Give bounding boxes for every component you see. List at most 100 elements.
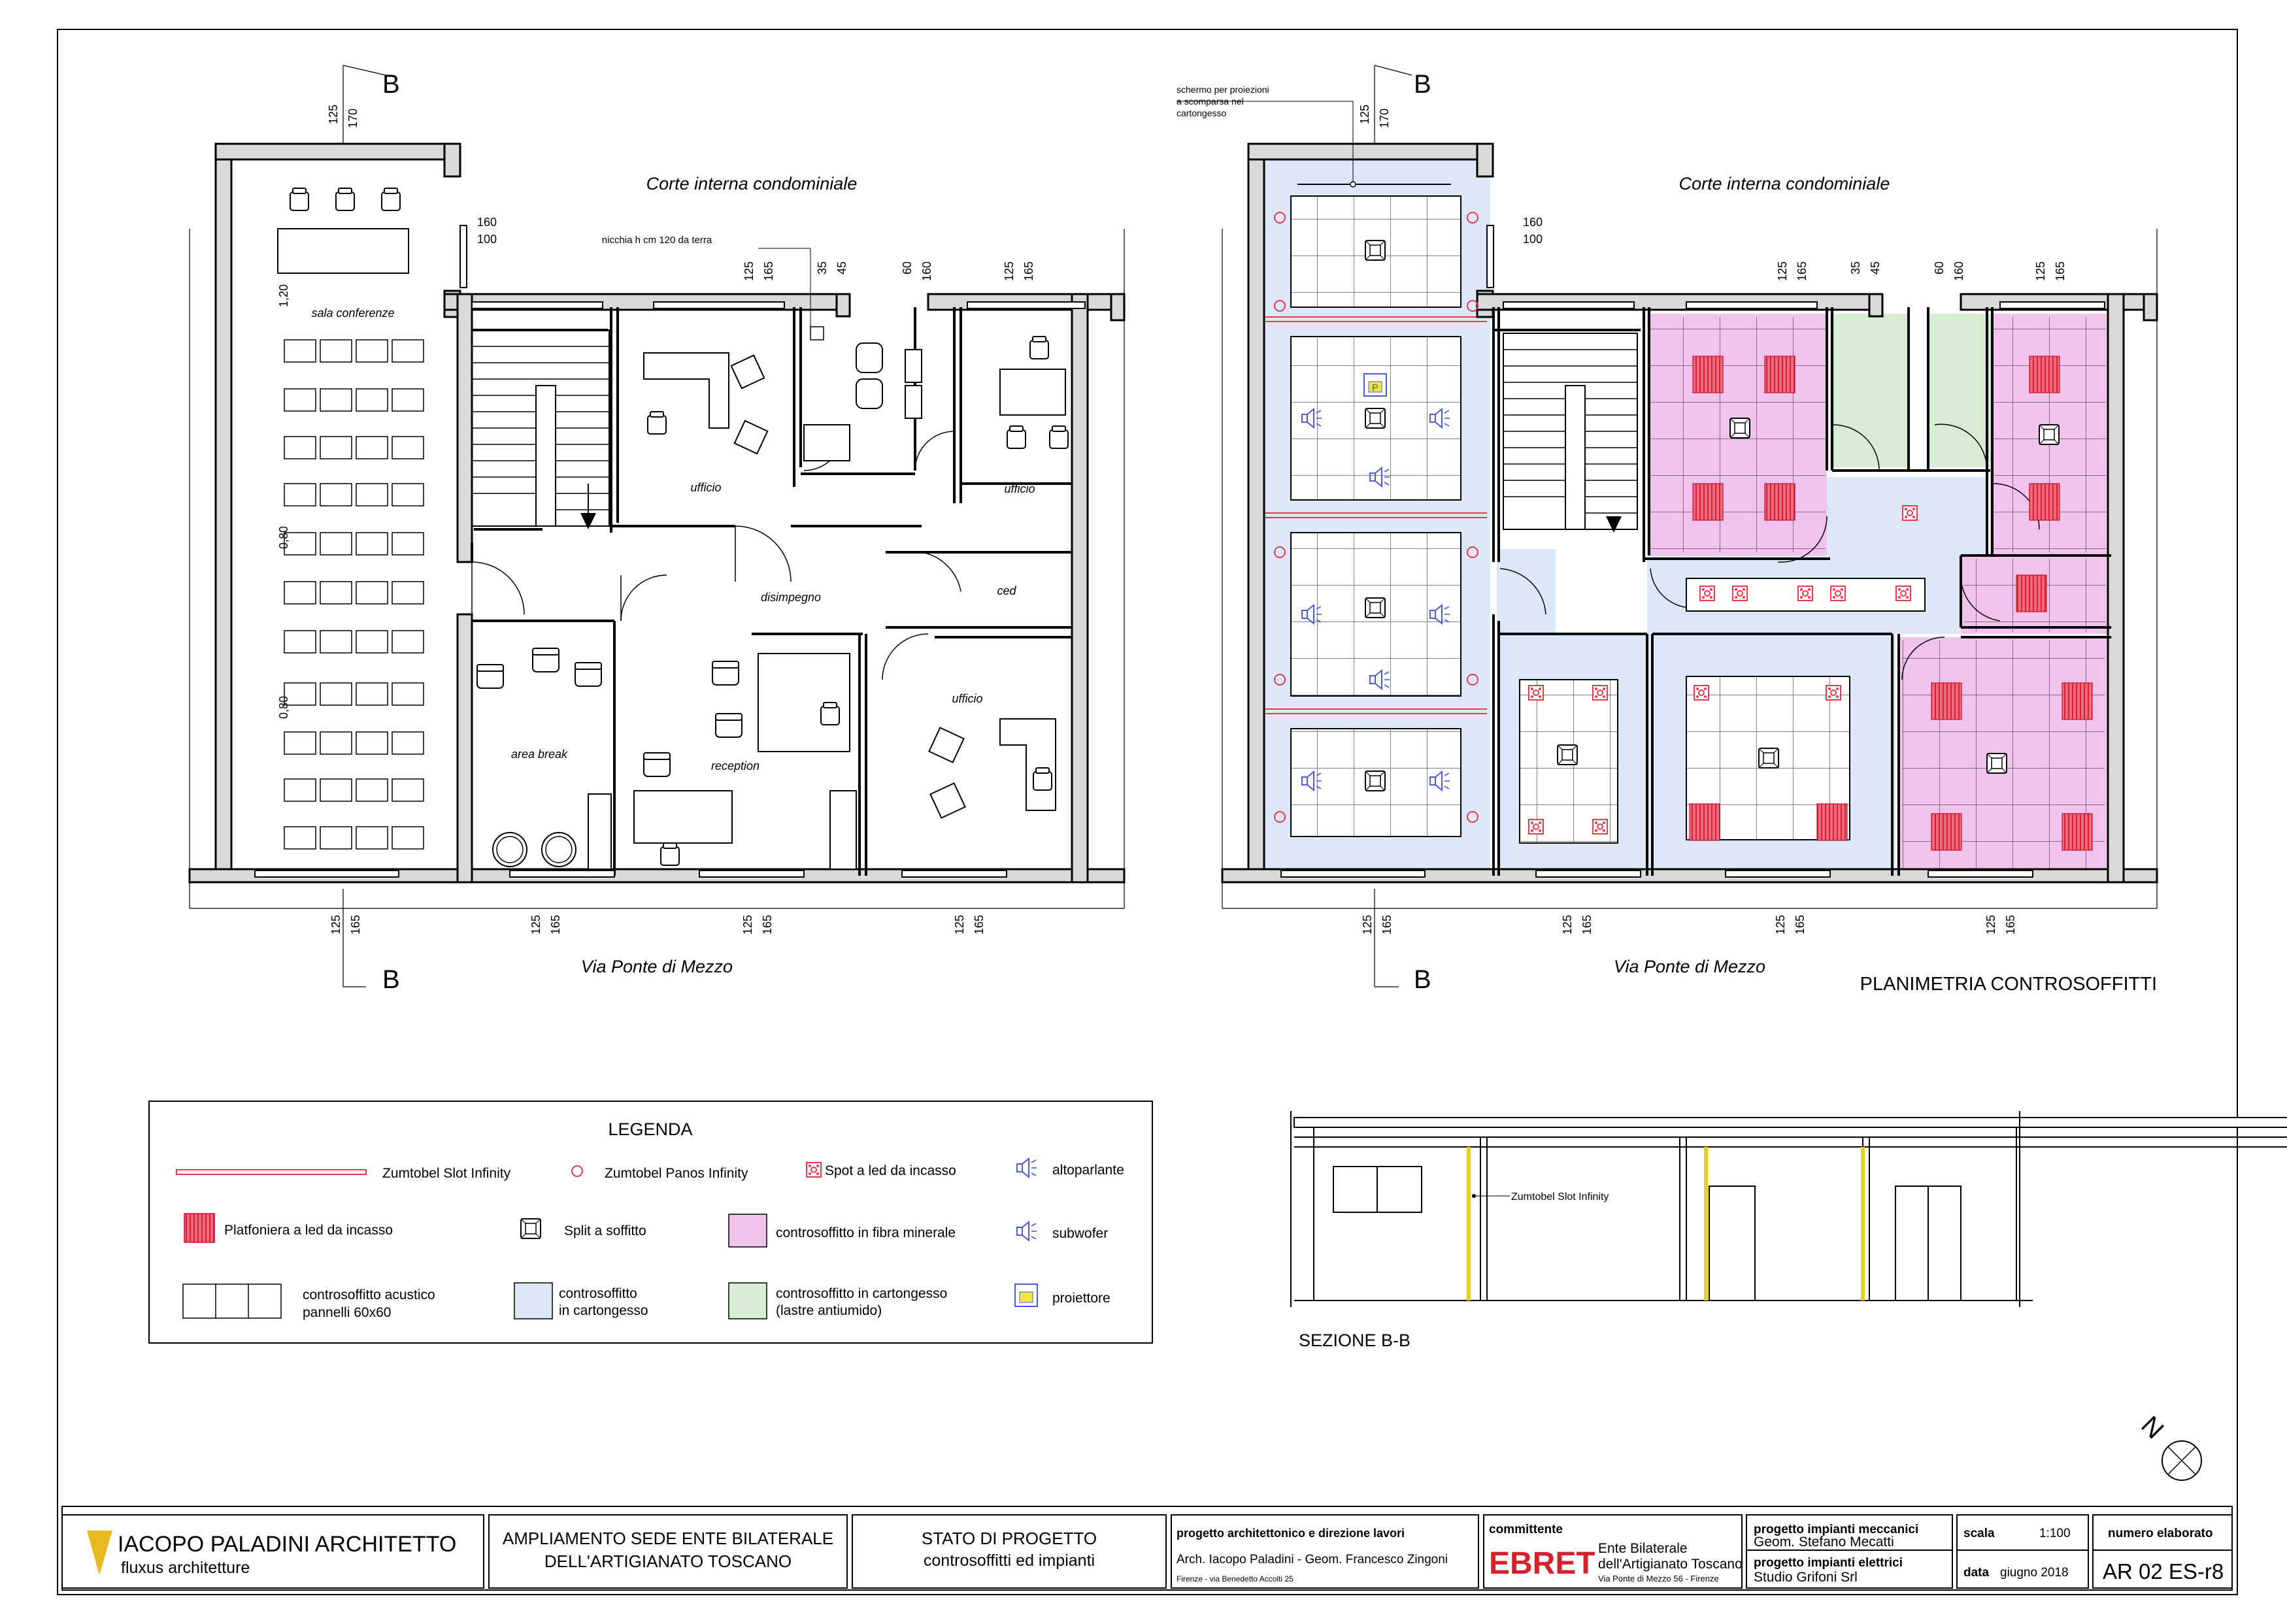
client-name-line1: Ente Bilaterale — [1598, 1541, 1688, 1556]
audience-chair — [284, 826, 316, 850]
led-panel-icon — [1931, 682, 1962, 720]
dim-100: 100 — [1523, 233, 1543, 246]
logo-main: IACOPO PALADINI ARCHITETTO — [118, 1532, 456, 1557]
led-panel-icon — [2029, 356, 2060, 393]
audience-chair — [320, 778, 352, 802]
design-names: Arch. Iacopo Paladini - Geom. Francesco … — [1177, 1553, 1448, 1566]
legend-antiumido-line2: (lastre antiumido) — [776, 1303, 882, 1318]
audience-chair — [284, 388, 316, 412]
dim-125: 125 — [1003, 261, 1016, 281]
audience-chair — [392, 731, 424, 755]
client-address: Via Ponte di Mezzo 56 - Firenze — [1598, 1574, 1719, 1583]
split-unit-icon — [1365, 240, 1386, 261]
audience-chair — [356, 483, 388, 506]
audience-chair — [356, 388, 388, 412]
legend-cartongesso-line1: controsoffitto — [559, 1286, 637, 1301]
right-ceiling-plan: schermo per proiezioni a scomparsa nel c… — [1177, 65, 2158, 995]
legend-speaker: altoparlante — [1052, 1163, 1124, 1178]
legend: LEGENDA Zumtobel Slot Infinity Zumtobel … — [148, 1101, 1153, 1344]
room-label-ufficio-2: ufficio — [1004, 482, 1035, 495]
dim-45: 45 — [835, 261, 848, 274]
ceiling-fixtures — [1274, 212, 2093, 851]
dim-170: 170 — [1378, 108, 1391, 128]
legend-proiettore: proiettore — [1052, 1291, 1110, 1306]
room-label-sala-conferenze: sala conferenze — [311, 307, 394, 320]
led-panel-icon — [2062, 813, 2093, 851]
audience-chair — [392, 778, 424, 802]
led-spot-icon — [1528, 819, 1544, 835]
split-unit-icon — [2039, 424, 2060, 445]
audience-chair — [356, 630, 388, 654]
led-panel-icon — [1692, 356, 1724, 393]
logo-sub: fluxus architetture — [121, 1559, 250, 1577]
dim-165: 165 — [1580, 915, 1594, 935]
left-floor-plan: sala conferenze ufficio ufficio disimpeg… — [188, 65, 1126, 994]
dim-45: 45 — [1869, 261, 1882, 274]
projector-icon: P — [1363, 373, 1387, 397]
design-head: progetto architettonico e direzione lavo… — [1177, 1527, 1405, 1540]
dim-160: 160 — [1952, 261, 1965, 281]
niche-note: nicchia h cm 120 da terra — [602, 235, 712, 246]
audience-chair — [356, 339, 388, 363]
dim-165: 165 — [2004, 915, 2017, 935]
dim-125: 125 — [327, 105, 340, 124]
audience-chair — [320, 682, 352, 706]
scale-value: 1:100 — [2039, 1527, 2071, 1540]
dim-165: 165 — [762, 261, 775, 281]
audience-chair — [356, 731, 388, 755]
section-marker-b-top-right: B — [1414, 70, 1431, 99]
led-spot-icon — [1902, 505, 1918, 521]
stage-line1: STATO DI PROGETTO — [922, 1529, 1097, 1548]
section-marker-b-bottom-right: B — [1414, 965, 1431, 994]
split-unit-icon — [1365, 408, 1386, 429]
room-label-ced: ced — [997, 584, 1016, 597]
led-spot-icon — [1830, 586, 1846, 601]
audience-chair — [392, 532, 424, 555]
dim-080: 0,80 — [277, 696, 290, 719]
legend-acustico-line2: pannelli 60x60 — [303, 1305, 391, 1320]
audience-chair — [284, 339, 316, 363]
logo-triangle-icon — [87, 1531, 112, 1575]
led-spot-icon — [1895, 586, 1911, 601]
dim-125: 125 — [953, 915, 966, 935]
dim-170: 170 — [346, 108, 359, 128]
led-panel-icon — [1764, 356, 1795, 393]
legend-cartongesso-line2: in cartongesso — [559, 1303, 648, 1318]
legend-fibra: controsoffitto in fibra minerale — [776, 1225, 956, 1240]
date-value: giugno 2018 — [2000, 1566, 2069, 1580]
elec-head: progetto impianti elettrici — [1754, 1556, 1903, 1570]
split-unit-icon — [1365, 771, 1386, 791]
stage-line2: controsoffitti ed impianti — [924, 1551, 1095, 1570]
dim-165: 165 — [1380, 915, 1394, 935]
split-unit-icon — [1758, 748, 1779, 769]
audience-chair — [392, 630, 424, 654]
audience-chair — [320, 630, 352, 654]
led-spot-icon — [1826, 685, 1841, 701]
date-label: data — [1963, 1566, 1990, 1580]
dim-125: 125 — [1984, 915, 1997, 935]
audience-chair — [356, 532, 388, 555]
dim-60: 60 — [1933, 261, 1946, 274]
led-panel-icon — [1692, 483, 1724, 521]
split-unit-icon — [1986, 753, 2007, 774]
project-line2: DELL'ARTIGIANATO TOSCANO — [544, 1551, 792, 1571]
audience-chair — [284, 436, 316, 459]
audience-chair — [320, 339, 352, 363]
legend-platfoniera: Platfoniera a led da incasso — [224, 1223, 393, 1238]
legend-antiumido-line1: controsoffitto in cartongesso — [776, 1286, 947, 1301]
ceiling-plan-title: PLANIMETRIA CONTROSOFFITTI — [1860, 974, 2157, 995]
dim-125: 125 — [2034, 261, 2047, 281]
audience-chair-rows — [284, 339, 424, 850]
audience-chair — [284, 778, 316, 802]
led-spot-icon — [1694, 685, 1709, 701]
led-panel-icon — [1931, 813, 1962, 851]
room-label-ufficio-1: ufficio — [690, 481, 721, 494]
led-spot-icon — [1732, 586, 1748, 601]
mech-name: Geom. Stefano Mecatti — [1754, 1534, 1894, 1549]
audience-chair — [320, 731, 352, 755]
led-spot-icon — [1592, 685, 1608, 701]
screen-note-line1: schermo per proiezioni — [1177, 84, 1269, 95]
design-address: Firenze - via Benedetto Accolti 25 — [1177, 1574, 1294, 1583]
scale-label: scala — [1963, 1527, 1995, 1540]
led-panel-icon — [1689, 803, 1720, 841]
